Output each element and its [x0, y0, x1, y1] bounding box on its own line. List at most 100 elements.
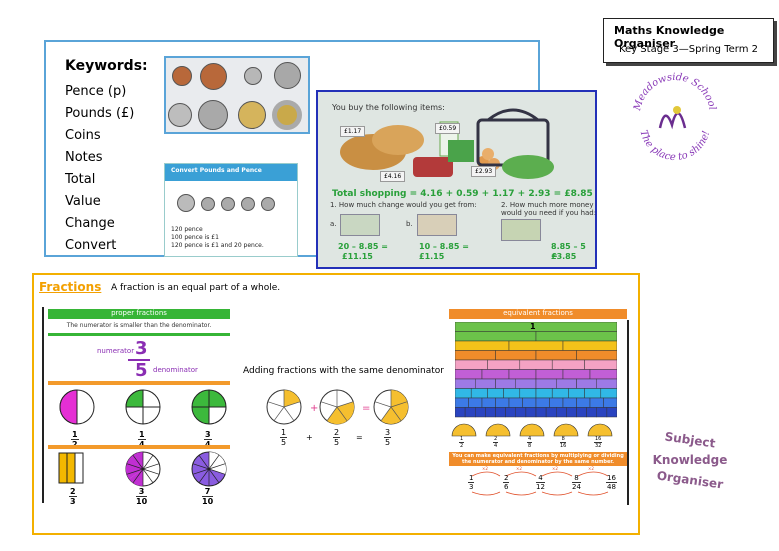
fraction-wall-cell [606, 407, 617, 418]
equals-sign: = [362, 403, 370, 414]
fractions-title: Fractions [39, 280, 102, 294]
fraction-wall-cell [464, 407, 476, 418]
svg-text:Meadowside School: Meadowside School [632, 72, 718, 113]
coin-icon [177, 194, 195, 212]
school-logo: Meadowside School The place to shine! [632, 72, 718, 163]
fraction-label: 14 [138, 430, 146, 449]
semicircle-fractions [451, 423, 613, 437]
convert-card-title: Convert Pounds and Pence [171, 167, 262, 174]
equiv-title: equivalent fractions [503, 309, 573, 317]
fraction-wall-cell [495, 397, 510, 408]
tenths-circle-diagram [125, 451, 161, 487]
three-quarter-circle-diagram [191, 389, 227, 425]
shopping-total: Total shopping = 4.16 + 0.59 + 1.17 + 2.… [332, 189, 593, 199]
keyword-item: Change [65, 216, 115, 231]
fraction-wall-cell [470, 388, 488, 399]
quarter-circle-diagram [125, 389, 161, 425]
header-subtitle: Key Stage 3—Spring Term 2 [619, 44, 758, 55]
divider [42, 307, 44, 503]
fraction-wall-cell [576, 350, 617, 361]
proper-fractions-bar: proper fractions [48, 309, 230, 319]
thirds-bar-diagram [58, 452, 84, 484]
fraction-wall-cell [519, 359, 553, 370]
denominator-label: denominator [153, 366, 198, 374]
fraction-wall-cell [584, 388, 602, 399]
answer-b: £1.15 [419, 252, 445, 261]
convert-line: 120 pence [171, 226, 203, 233]
x2-label: ×2 [588, 466, 594, 471]
fraction-wall-cell [566, 407, 577, 418]
coin-icon [221, 197, 235, 211]
fraction-wall-cell [487, 388, 504, 399]
fraction-wall-cell [535, 369, 564, 380]
coin-icon [201, 197, 215, 211]
banknote-image [417, 214, 457, 236]
fraction-wall-cell [568, 388, 585, 399]
option-a-label: a. [330, 220, 337, 228]
fraction-wall-cell [508, 340, 564, 351]
fraction-wall-cell [455, 340, 510, 351]
shopping-question: You buy the following items: [332, 103, 445, 112]
fraction-wall-cell [556, 407, 567, 418]
fraction-wall-cell [481, 369, 510, 380]
price-tag: £0.59 [435, 123, 461, 134]
big-denominator: 5 [135, 360, 148, 381]
fraction-wall-cell [535, 378, 557, 389]
coin-icon [198, 100, 228, 130]
fraction-wall-cell [455, 378, 476, 389]
fraction-wall-cell [551, 359, 585, 370]
x2-label: ×2 [516, 466, 522, 471]
fraction-wall-cell [495, 407, 506, 418]
fraction-wall-cell [455, 407, 466, 418]
coin-icon [238, 101, 266, 129]
proper-rule: The numerator is smaller than the denomi… [66, 322, 212, 329]
fraction-wall-cell [455, 397, 469, 408]
fraction-wall-cell [522, 397, 537, 408]
fraction-wall-cell [535, 407, 547, 418]
coin-icon [272, 100, 302, 130]
calc-a: 20 – 8.85 = [338, 242, 388, 251]
fraction-wall-cell [455, 322, 617, 332]
fraction-wall-cell [562, 397, 577, 408]
fraction-label: 34 [204, 430, 212, 449]
groceries-illustration [340, 108, 554, 179]
proper-fractions-title: proper fractions [111, 309, 167, 317]
fraction-wall-cell [576, 378, 597, 389]
equiv-note: You can make equivalent fractions by mul… [452, 453, 624, 465]
coin-icon [274, 62, 301, 89]
equiv-title-bar: equivalent fractions [449, 309, 627, 319]
fraction-wall-cell [455, 350, 496, 361]
fraction-wall-cell [584, 359, 617, 370]
fraction-wall-cell [468, 397, 483, 408]
banknote-image [340, 214, 380, 236]
fraction-wall-cell [535, 388, 553, 399]
fraction-wall-cell [535, 331, 617, 342]
keyword-item: Pounds (£) [65, 106, 135, 121]
adding-fractions-title: Adding fractions with the same denominat… [243, 366, 444, 376]
numerator-label: numerator [97, 347, 135, 355]
fraction-wall-cell [596, 378, 617, 389]
plus-sign: + [310, 403, 318, 414]
fraction-label: 12 [71, 430, 79, 449]
subject-knowledge-organiser-label: Subject Knowledge Organiser [652, 429, 728, 492]
fraction-wall-cell [505, 407, 516, 418]
answer-a: £11.15 [342, 252, 373, 261]
shopping-panel: You buy the following items: £1.17 £0.59… [316, 90, 597, 269]
equals-sign: = [356, 433, 363, 442]
coin-icon [172, 66, 192, 86]
question-one: 1. How much change would you get from: [330, 201, 477, 209]
fraction-wall-cell [475, 407, 486, 418]
half-circle-diagram [59, 389, 95, 425]
header-box: Maths Knowledge Organiser Key Stage 3—Sp… [603, 18, 774, 63]
x2-label: ×2 [482, 466, 488, 471]
fraction-wall-cell [576, 397, 591, 408]
fraction-wall-cell [495, 378, 516, 389]
